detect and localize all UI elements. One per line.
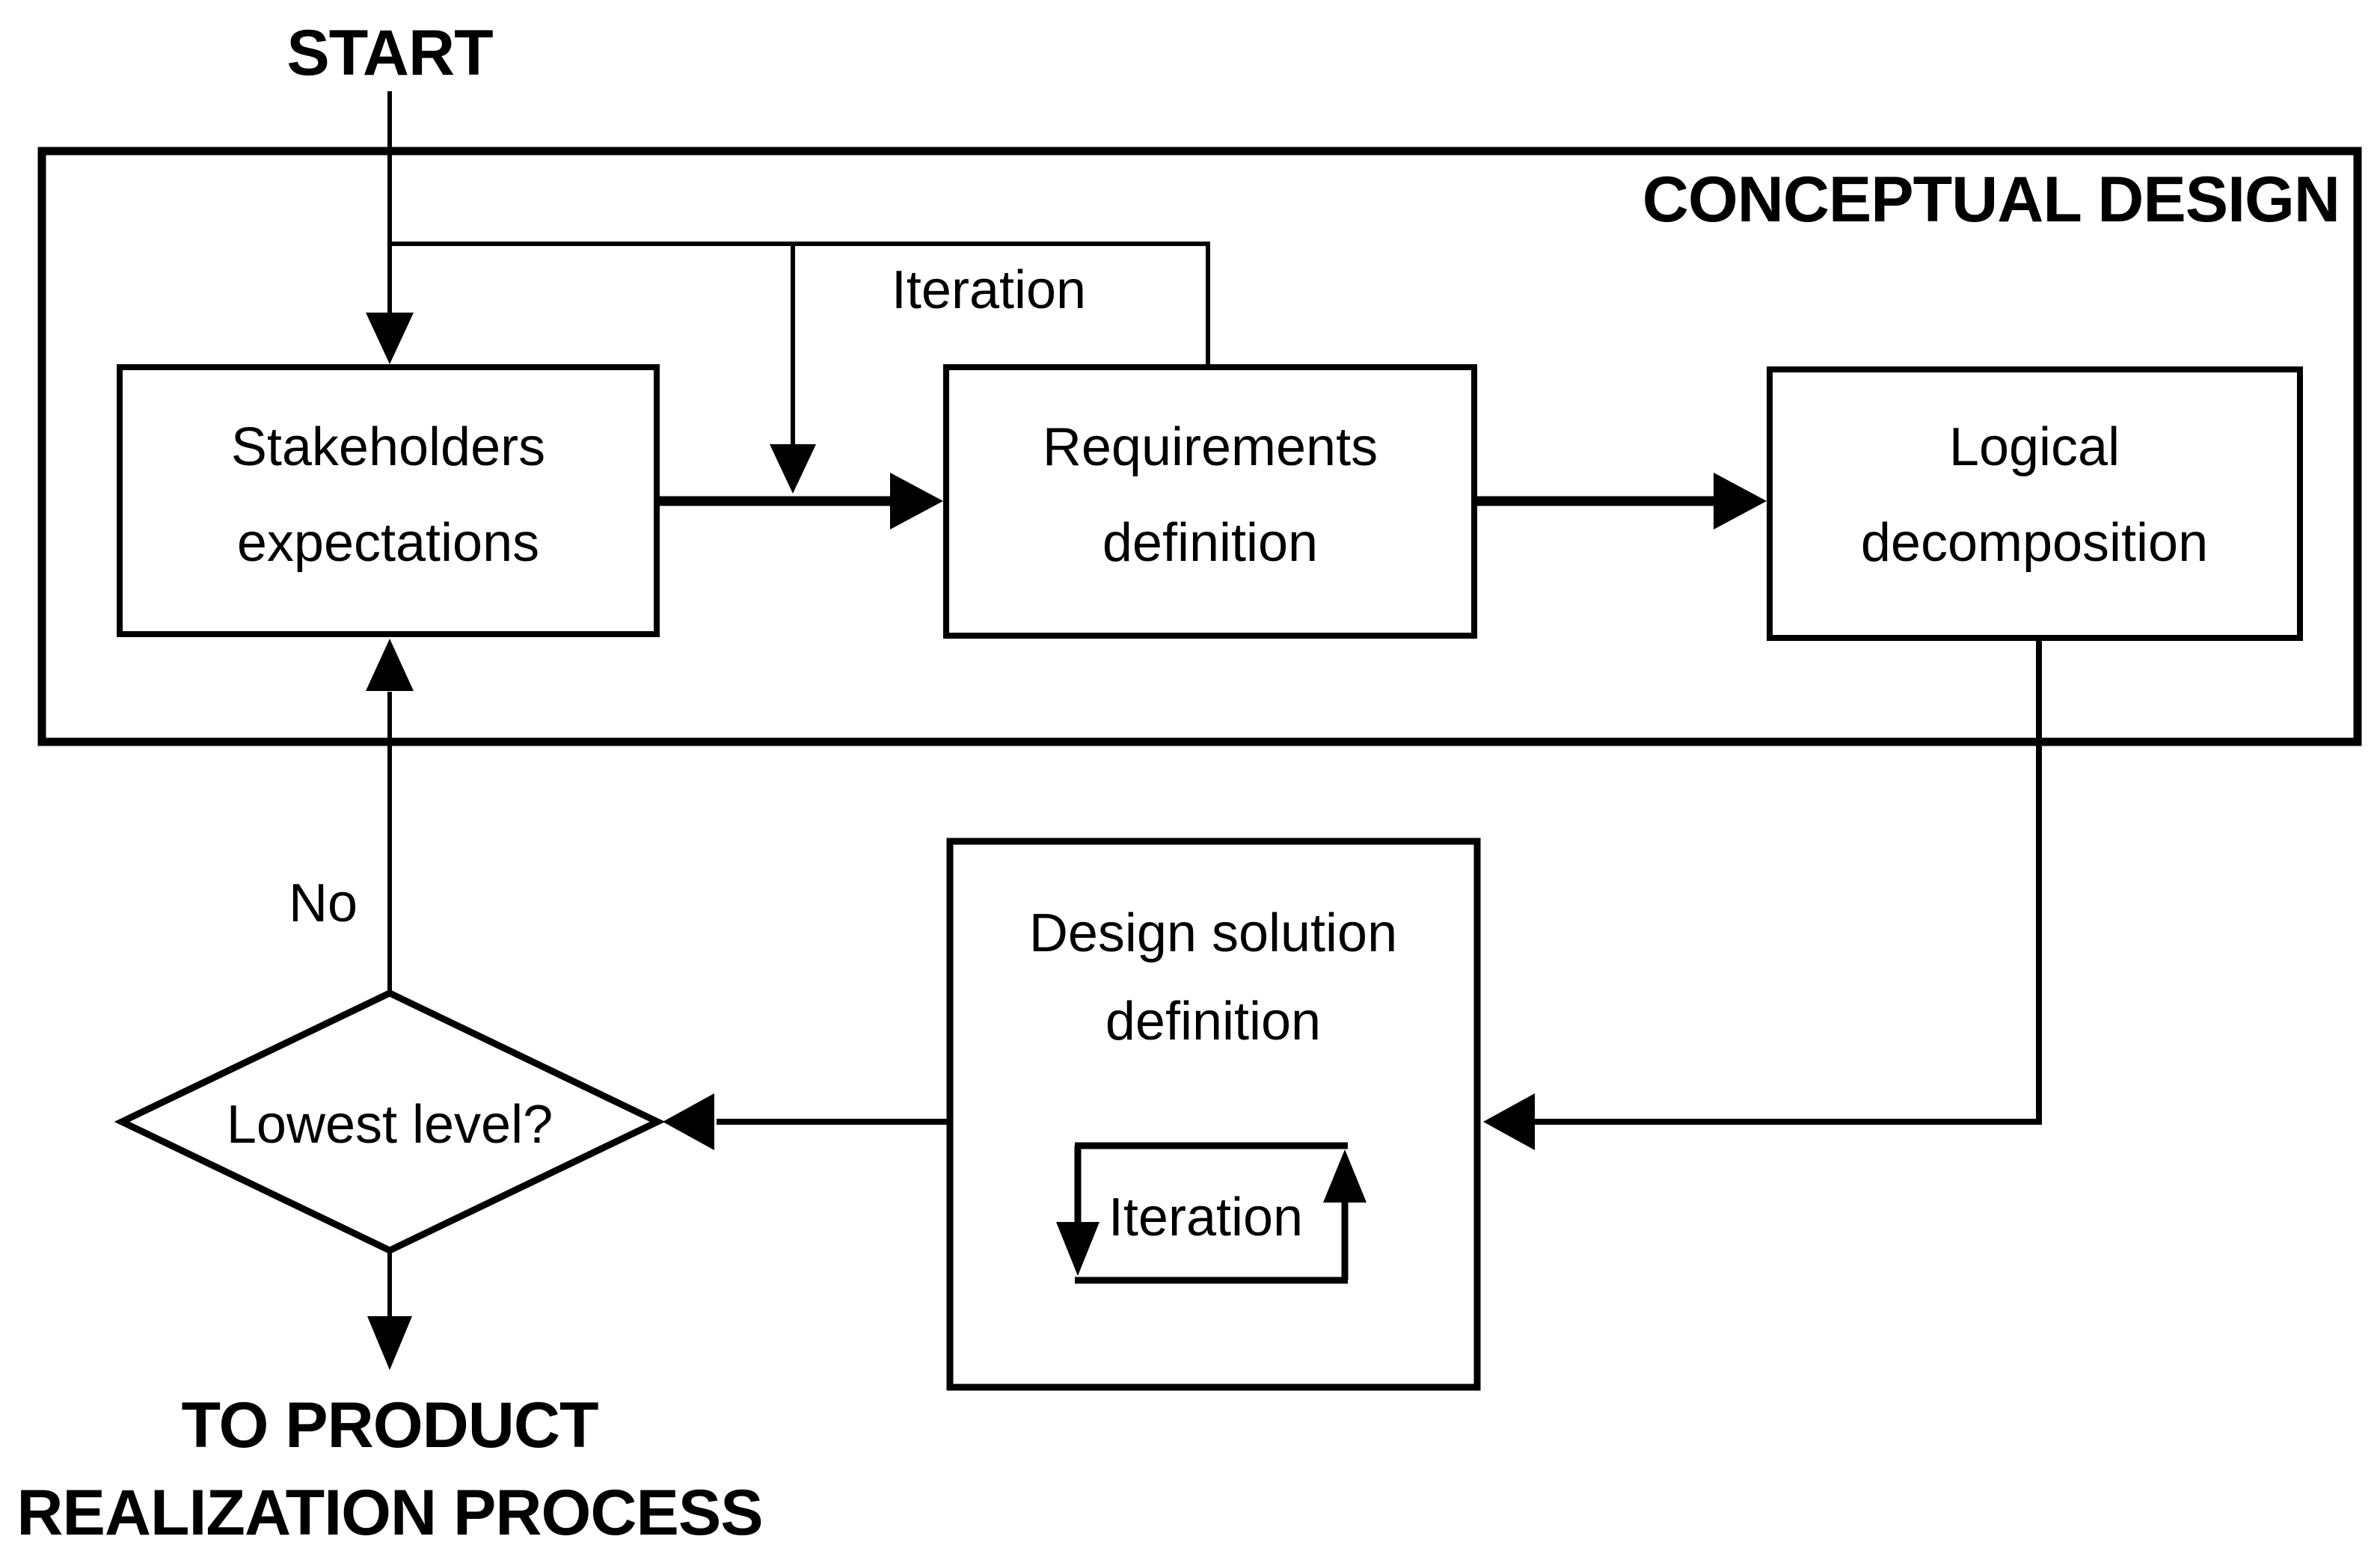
lowest-level-decision-label: Lowest level? [227, 1095, 553, 1155]
logical-decomposition-node [1767, 366, 2303, 641]
iteration-label: Iteration [892, 260, 1086, 320]
logical-to-design-line [1533, 639, 2042, 1125]
iteration-drop-arrowhead [770, 444, 816, 494]
arrow-requirements-to-logical-arrowhead [1714, 473, 1767, 529]
end-label-line2: REALIZATION PROCESS [16, 1477, 762, 1549]
design-solution-definition-node [946, 838, 1481, 1391]
stakeholders-label-line1: Stakeholders [231, 417, 545, 477]
logical-label-line1: Logical [1949, 417, 2120, 477]
decision-exit-arrowhead [367, 1316, 412, 1370]
conceptual-design-title: CONCEPTUAL DESIGN [1643, 164, 2340, 236]
logical-label-line2: decomposition [1861, 513, 2208, 573]
arrow-logical-to-design-arrowhead [1483, 1093, 1535, 1150]
inner-iteration-up-arrowhead [1323, 1149, 1367, 1203]
arrow-design-to-decision-arrowhead [663, 1093, 714, 1150]
requirements-label-line2: definition [1102, 513, 1318, 573]
start-label: START [286, 17, 493, 89]
requirements-label-line1: Requirements [1043, 417, 1378, 477]
iteration-loop-line [390, 242, 1210, 366]
no-branch-label: No [289, 873, 358, 933]
design-solution-label-line1: Design solution [1029, 903, 1397, 963]
arrow-stakeholders-to-requirements-arrowhead [890, 473, 943, 529]
requirements-definition-node [943, 364, 1477, 639]
end-label-line1: TO PRODUCT [182, 1389, 598, 1461]
inner-iteration-label: Iteration [1108, 1188, 1303, 1247]
design-solution-label-line2: definition [1105, 992, 1321, 1051]
arrow-decision-to-stakeholders-arrowhead [366, 639, 414, 691]
stakeholders-expectations-node [117, 364, 660, 637]
stakeholders-label-line2: expectations [237, 513, 539, 573]
conceptual-design-container [37, 147, 2362, 746]
inner-iteration-down-arrowhead [1056, 1222, 1099, 1276]
start-arrowhead [366, 313, 414, 364]
